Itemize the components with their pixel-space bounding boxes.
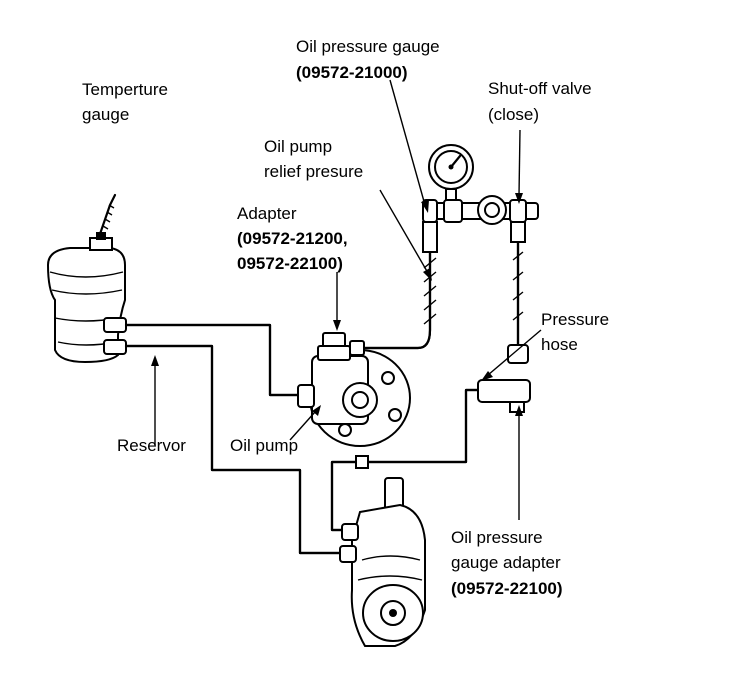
label-gauge-adapter-part: (09572-22100) — [451, 579, 563, 598]
label-oil-pressure-gauge: Oil pressure gauge (09572-21000) — [296, 37, 440, 82]
shutoff-valve — [477, 195, 527, 243]
label-relief-line1: Oil pump — [264, 137, 332, 156]
relief-fitting — [422, 221, 438, 253]
label-temperature-line2: gauge — [82, 105, 129, 124]
relief-hose-pump-to-gauge — [358, 248, 437, 350]
label-gauge-adapter-line2: gauge adapter — [451, 553, 561, 572]
label-reservor: Reservor — [117, 436, 186, 455]
label-oil-pump: Oil pump — [230, 436, 298, 455]
label-adapter-part1: (09572-21200, — [237, 229, 348, 248]
hose-shutoff-to-adapter — [512, 238, 524, 347]
label-gauge-adapter: Oil pressure gauge adapter (09572-22100) — [451, 528, 563, 598]
label-gauge-adapter-line1: Oil pressure — [451, 528, 543, 547]
label-shutoff-line1: Shut-off valve — [488, 79, 592, 98]
label-temperature-line1: Temperture — [82, 80, 168, 99]
label-shutoff-line2: (close) — [488, 105, 539, 124]
temperature-gauge-probe — [98, 193, 117, 236]
label-gauge-part: (09572-21000) — [296, 63, 408, 82]
steering-gear — [339, 477, 426, 647]
label-hose-line1: Pressure — [541, 310, 609, 329]
label-adapter-name: Adapter — [237, 204, 297, 223]
leader-arrows — [151, 79, 542, 520]
pressure-hose-to-gear — [330, 388, 480, 532]
label-shutoff-valve: Shut-off valve (close) — [488, 79, 592, 124]
label-pressure-hose: Pressure hose — [541, 310, 609, 354]
supply-hose-reservoir-to-pump — [124, 323, 300, 397]
label-adapter: Adapter (09572-21200, 09572-22100) — [237, 204, 348, 273]
label-relief-line2: relief presure — [264, 162, 363, 181]
label-oil-pump-relief: Oil pump relief presure — [264, 137, 363, 181]
label-gauge-name: Oil pressure gauge — [296, 37, 440, 56]
return-hose-reservoir-to-gear — [124, 344, 347, 555]
label-hose-line2: hose — [541, 335, 578, 354]
label-temperature-gauge: Temperture gauge — [82, 80, 168, 124]
label-adapter-part2: 09572-22100) — [237, 254, 343, 273]
reservoir — [46, 232, 127, 364]
oil-pump — [297, 332, 411, 447]
